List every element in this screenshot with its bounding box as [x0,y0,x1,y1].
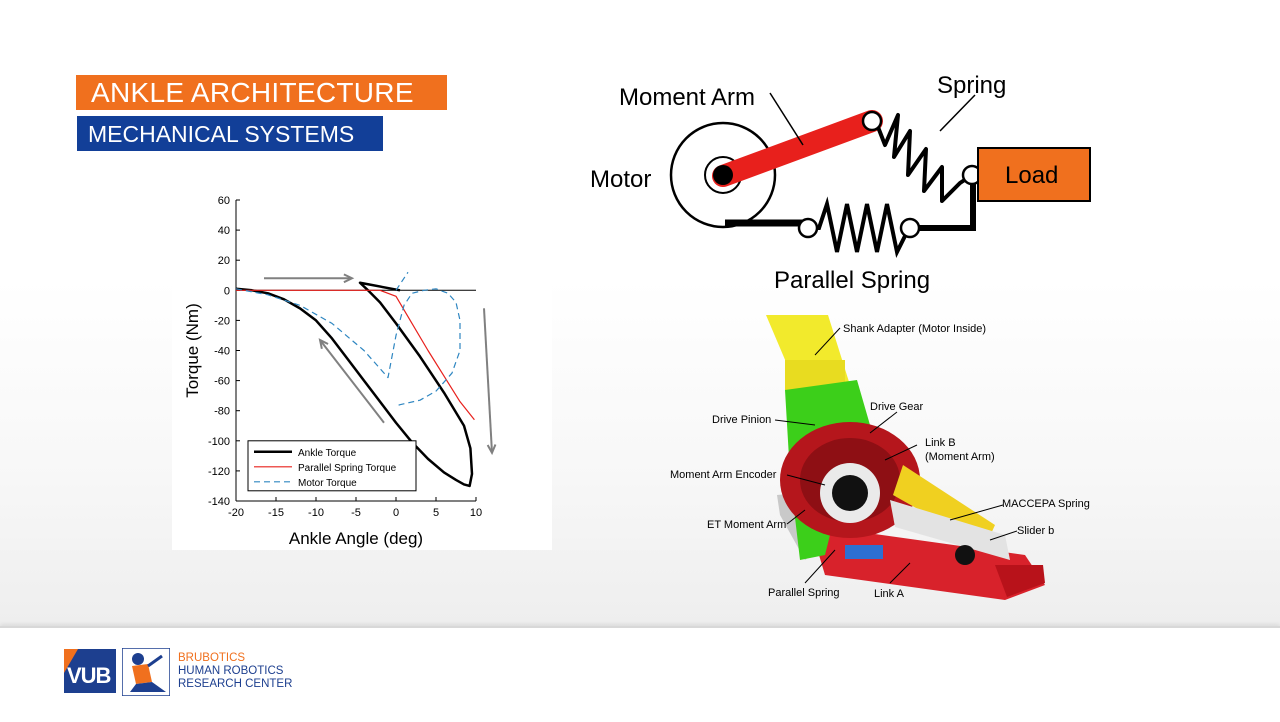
y-tick-label: 40 [218,225,230,237]
label-shank-adapter: Shank Adapter (Motor Inside) [843,323,986,335]
y-tick-label: -140 [208,496,230,508]
y-tick-label: 20 [218,255,230,267]
label-link-b: Link B [925,437,956,449]
slide-title-banner: ANKLE ARCHITECTURE [76,75,447,110]
label-maccepa-spring: MACCEPA Spring [1002,498,1090,510]
ankle-mechanism-render: Shank Adapter (Motor Inside) Drive Gear … [670,315,1090,600]
brand-line-2: HUMAN ROBOTICS [178,665,284,677]
label-et-moment-arm: ET Moment Arm [707,519,786,531]
arrow-down-right [483,308,493,453]
y-tick-label: 60 [218,195,230,207]
label-moment-arm-encoder: Moment Arm Encoder [670,469,777,481]
load-box [977,147,1091,202]
legend-label-0: Ankle Torque [298,448,357,459]
x-tick-label: 0 [393,507,399,519]
series-line-2 [235,288,461,407]
series-spring-coil [861,110,983,203]
vub-logo-text: VUB [67,663,111,688]
x-tick-label: -20 [228,507,244,519]
y-tick-label: -100 [208,436,230,448]
actuator-schematic: Moment Arm Spring Motor Load Parallel Sp… [590,72,1091,294]
x-axis-title: Ankle Angle (deg) [289,529,423,548]
vub-logo: VUB [64,649,116,693]
callout-leaders [774,327,1018,584]
legend-label-2: Motor Torque [298,478,357,489]
label-slider-b: Slider b [1017,525,1054,537]
y-tick-label: -120 [208,466,230,478]
load-link [919,177,976,231]
series-line-3 [395,271,409,291]
x-tick-label: -10 [308,507,324,519]
series-line-1 [236,289,475,421]
arrow-up-left-head [318,338,329,349]
label-link-a: Link A [874,588,905,600]
plot-area: 6040200-20-40-60-80-100-120-140-20-15-10… [172,185,552,550]
parallel-spring-coil [797,196,921,259]
label-drive-gear: Drive Gear [870,401,924,413]
arrow-down-right-head [486,444,497,456]
x-tick-label: 5 [433,507,439,519]
slide-title: ANKLE ARCHITECTURE [91,77,414,108]
y-tick-label: -60 [214,376,230,388]
moment-arm-label: Moment Arm [619,84,755,111]
label-drive-pinion: Drive Pinion [712,414,771,426]
brubotics-mascot-logo [122,648,170,696]
slide-canvas: ANKLE ARCHITECTURE MECHANICAL SYSTEMS 60… [0,0,1280,626]
y-tick-label: -80 [214,406,230,418]
x-tick-label: -5 [351,507,361,519]
moment-arm-pivot [713,165,733,185]
slide-subtitle: MECHANICAL SYSTEMS [88,121,355,147]
moment-arm-leader [769,92,804,146]
y-tick-label: 0 [224,285,230,297]
label-link-b-sub: (Moment Arm) [925,451,995,463]
legend-label-1: Parallel Spring Torque [298,463,397,474]
y-tick-label: -40 [214,346,230,358]
y-tick-label: -20 [214,315,230,327]
load-label: Load [1005,162,1058,189]
y-axis-title: Torque (Nm) [183,303,202,397]
mechanism-illustration [766,315,1045,600]
legend-box [247,440,417,492]
spring-leader [939,94,976,132]
arrow-right-top-head [343,273,355,284]
parallel-spring-label: Parallel Spring [774,267,930,294]
brand-line-3: RESEARCH CENTER [178,678,293,690]
spring-label: Spring [937,72,1006,99]
motor-label: Motor [590,166,651,193]
label-parallel-spring: Parallel Spring [768,587,840,599]
series-line-0 [235,281,474,488]
x-tick-label: -15 [268,507,284,519]
brand-line-1: BRUBOTICS [178,652,246,664]
footer-bar [0,626,1280,722]
slide-subtitle-banner: MECHANICAL SYSTEMS [77,116,383,151]
arrow-up-left [319,339,385,424]
brubotics-wordmark: BRUBOTICS HUMAN ROBOTICS RESEARCH CENTER [178,652,292,691]
x-tick-label: 10 [470,507,482,519]
moment-arm-bar [712,110,883,187]
torque-angle-chart: 6040200-20-40-60-80-100-120-140-20-15-10… [172,185,552,550]
